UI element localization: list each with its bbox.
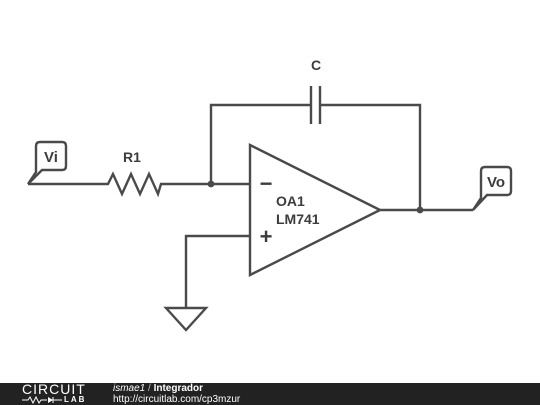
opamp-name: OA1 <box>276 193 305 209</box>
author-name[interactable]: ismae1 <box>113 383 146 394</box>
circuit-schematic: Vi R1 C − + OA1 LM741 Vo <box>27 57 513 332</box>
capacitor-label: C <box>311 57 321 73</box>
junction-output-node <box>416 206 424 214</box>
circuit-title[interactable]: Integrador <box>153 383 204 394</box>
output-port-flag <box>472 165 513 211</box>
circuitlab-logo[interactable]: CIRCUIT LAB <box>20 381 98 405</box>
footer-bar: CIRCUIT LAB ismae1 / Integrador http://c… <box>0 381 540 405</box>
logo-circuit-icon <box>22 396 62 404</box>
input-port-label: Vi <box>44 149 58 166</box>
ground-icon <box>163 306 209 332</box>
circuit-url-link[interactable]: http://circuitlab.com/cp3mzur <box>113 394 241 405</box>
opamp-model: LM741 <box>276 211 320 227</box>
opamp-noninverting-symbol: + <box>260 224 273 249</box>
footer-credits: ismae1 / Integrador http://circuitlab.co… <box>113 384 240 405</box>
input-port-vi[interactable]: Vi <box>27 140 68 185</box>
resistor-r1[interactable]: R1 <box>104 149 164 198</box>
opamp-inverting-symbol: − <box>260 171 273 196</box>
input-port-flag <box>27 140 68 185</box>
output-port-label: Vo <box>487 174 505 191</box>
wire-feedback-left <box>209 103 311 184</box>
output-port-vo[interactable]: Vo <box>472 165 513 211</box>
capacitor-c[interactable]: C <box>309 57 322 124</box>
ground-symbol <box>163 306 209 332</box>
wire-feedback-right <box>320 103 422 210</box>
resistor-label: R1 <box>123 149 141 165</box>
credits-separator: / <box>148 383 151 394</box>
resistor-zigzag <box>104 171 164 198</box>
opamp-oa1[interactable]: − + OA1 LM741 <box>248 143 383 277</box>
wire-noninverting-to-ground <box>184 234 250 308</box>
logo-text-top: CIRCUIT <box>22 381 86 397</box>
opamp-body <box>248 143 383 277</box>
logo-text-bottom: LAB <box>64 395 87 404</box>
